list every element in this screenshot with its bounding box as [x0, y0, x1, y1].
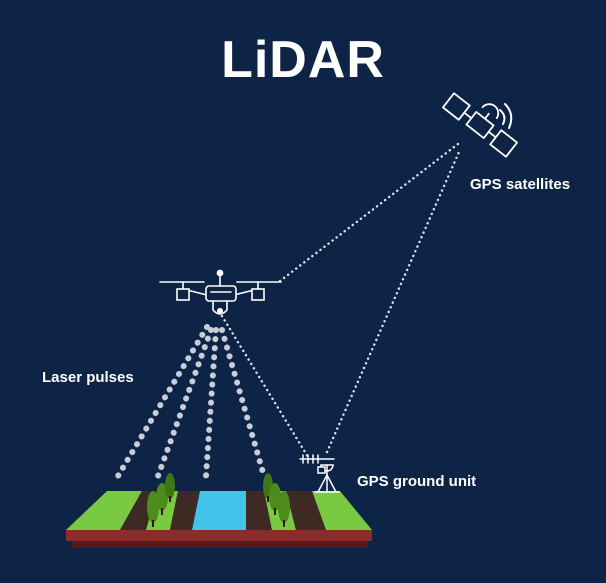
gps-ground-unit-icon: [299, 454, 340, 493]
tree-trunk: [283, 520, 285, 527]
link-drone-ground: [220, 314, 310, 459]
tree-trunk: [267, 496, 269, 502]
tree-icon: [278, 491, 290, 523]
ground-base: [66, 530, 372, 541]
signal-waves-icon: [499, 103, 513, 129]
tree-icon: [147, 491, 159, 523]
drone-icon: [159, 269, 282, 315]
gps-links: [220, 142, 461, 459]
diagram-title: LiDAR: [221, 31, 385, 89]
tree-icon: [269, 483, 281, 511]
ground-block: [66, 491, 372, 548]
laser-pulse-beam: [115, 324, 210, 479]
label-laser-pulses: Laser pulses: [42, 369, 134, 386]
laser-pulse-beam: [203, 327, 219, 479]
label-gps-satellites: GPS satellites: [470, 176, 571, 193]
grass-strip-right: [312, 491, 372, 530]
soil-strip-4: [286, 491, 326, 530]
link-ground-satellite: [325, 150, 461, 454]
laser-pulses: [115, 324, 267, 479]
laser-pulse-beam: [155, 327, 214, 479]
water-strip: [192, 491, 246, 530]
ground-base-shadow: [72, 540, 368, 548]
tree-icon: [156, 483, 168, 511]
satellite-icon: [442, 92, 518, 158]
tree-icon: [165, 473, 175, 499]
tree-trunk: [169, 496, 171, 502]
tree-group-right: [263, 473, 290, 527]
tree-trunk: [274, 508, 276, 515]
laser-pulse-beam: [219, 327, 267, 479]
tree-trunk: [152, 520, 154, 527]
soil-strip-2: [170, 491, 200, 530]
label-gps-ground-unit: GPS ground unit: [357, 473, 477, 490]
soil-strip-3: [246, 491, 272, 530]
tree-trunk: [161, 508, 163, 515]
link-drone-satellite: [278, 142, 460, 283]
grass-strip-left: [66, 491, 142, 530]
tree-group-left: [147, 473, 175, 527]
